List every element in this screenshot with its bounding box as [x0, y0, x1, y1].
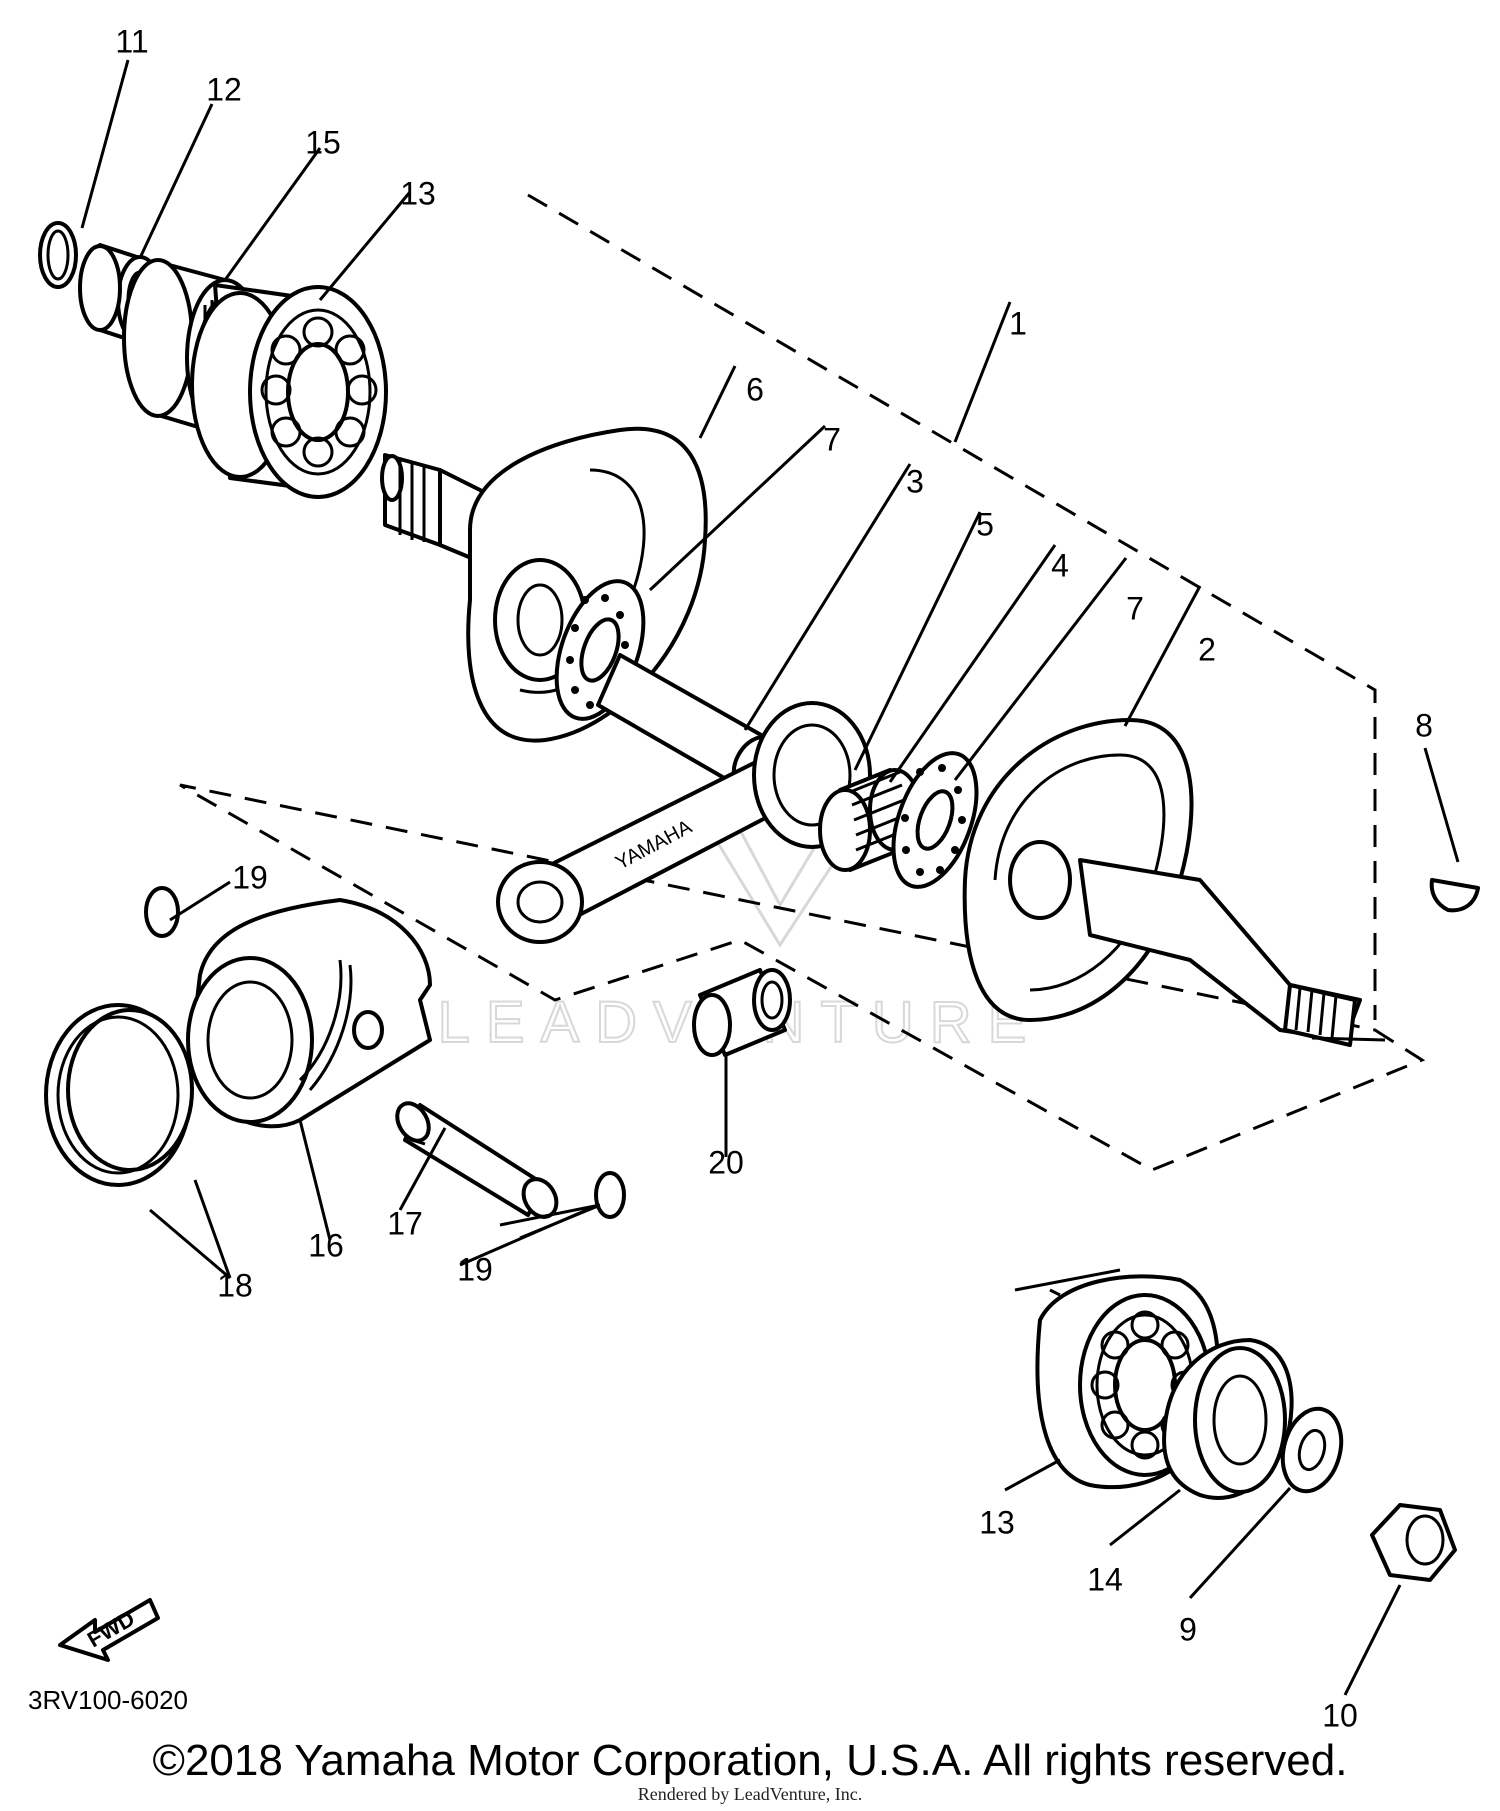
callout-3: 3 — [906, 463, 924, 499]
callout-20: 20 — [708, 1144, 744, 1180]
callout-10: 10 — [1322, 1697, 1358, 1733]
piston-16 — [186, 898, 432, 1129]
callout-4: 4 — [1051, 547, 1069, 583]
oil-seal-14 — [1162, 1338, 1294, 1500]
callout-19-top: 19 — [232, 859, 268, 895]
callout-7-right: 7 — [1126, 590, 1144, 626]
piston-pin-17 — [395, 1101, 559, 1219]
piston-pin-clip-19-top — [144, 886, 180, 938]
forward-direction-arrow: FWD — [58, 1598, 160, 1662]
callout-5: 5 — [976, 506, 994, 542]
piston-rings-18 — [44, 1003, 194, 1187]
callout-15: 15 — [305, 124, 341, 160]
small-end-bearing-20 — [692, 968, 792, 1057]
callout-18: 18 — [217, 1267, 253, 1303]
callout-6: 6 — [746, 371, 764, 407]
callout-16: 16 — [308, 1227, 344, 1263]
callout-13-top: 13 — [400, 175, 436, 211]
callout-11: 11 — [115, 23, 148, 59]
diagram-code: 3RV100-6020 — [28, 1685, 188, 1715]
nut-10 — [1370, 1503, 1457, 1582]
connecting-rod-5: YAMAHA — [496, 701, 872, 944]
callout-14: 14 — [1087, 1561, 1123, 1597]
callout-1: 1 — [1009, 305, 1027, 341]
callout-9: 9 — [1179, 1611, 1197, 1647]
callout-12: 12 — [206, 71, 242, 107]
thrust-washer-7-right — [891, 751, 979, 889]
circlip-11 — [38, 221, 78, 289]
crankshaft-assembly-boundary — [179, 193, 1426, 1172]
rendered-by-credit: Rendered by LeadVenture, Inc. — [637, 1784, 863, 1804]
callout-2: 2 — [1198, 631, 1216, 667]
woodruff-key-8 — [1429, 878, 1480, 913]
piston-pin-clip-19-bottom — [594, 1171, 626, 1219]
callout-labels: 11 12 15 13 1 6 7 3 5 4 7 2 8 19 20 17 1… — [115, 23, 1433, 1733]
washer-9 — [1280, 1406, 1344, 1494]
callout-8: 8 — [1415, 707, 1433, 743]
bearing-group-boundary — [1049, 1288, 1061, 1297]
callout-7-left: 7 — [823, 421, 841, 457]
ball-bearing-13-top — [190, 283, 388, 499]
copyright-notice: ©2018 Yamaha Motor Corporation, U.S.A. A… — [152, 1736, 1348, 1785]
callout-19-bottom: 19 — [457, 1251, 493, 1287]
crank-wheel-right-2 — [962, 718, 1362, 1047]
leader-lines — [80, 59, 1460, 1696]
callout-13-bottom: 13 — [979, 1504, 1015, 1540]
callout-17: 17 — [387, 1205, 423, 1241]
crank-wheel-left-6 — [380, 426, 708, 743]
